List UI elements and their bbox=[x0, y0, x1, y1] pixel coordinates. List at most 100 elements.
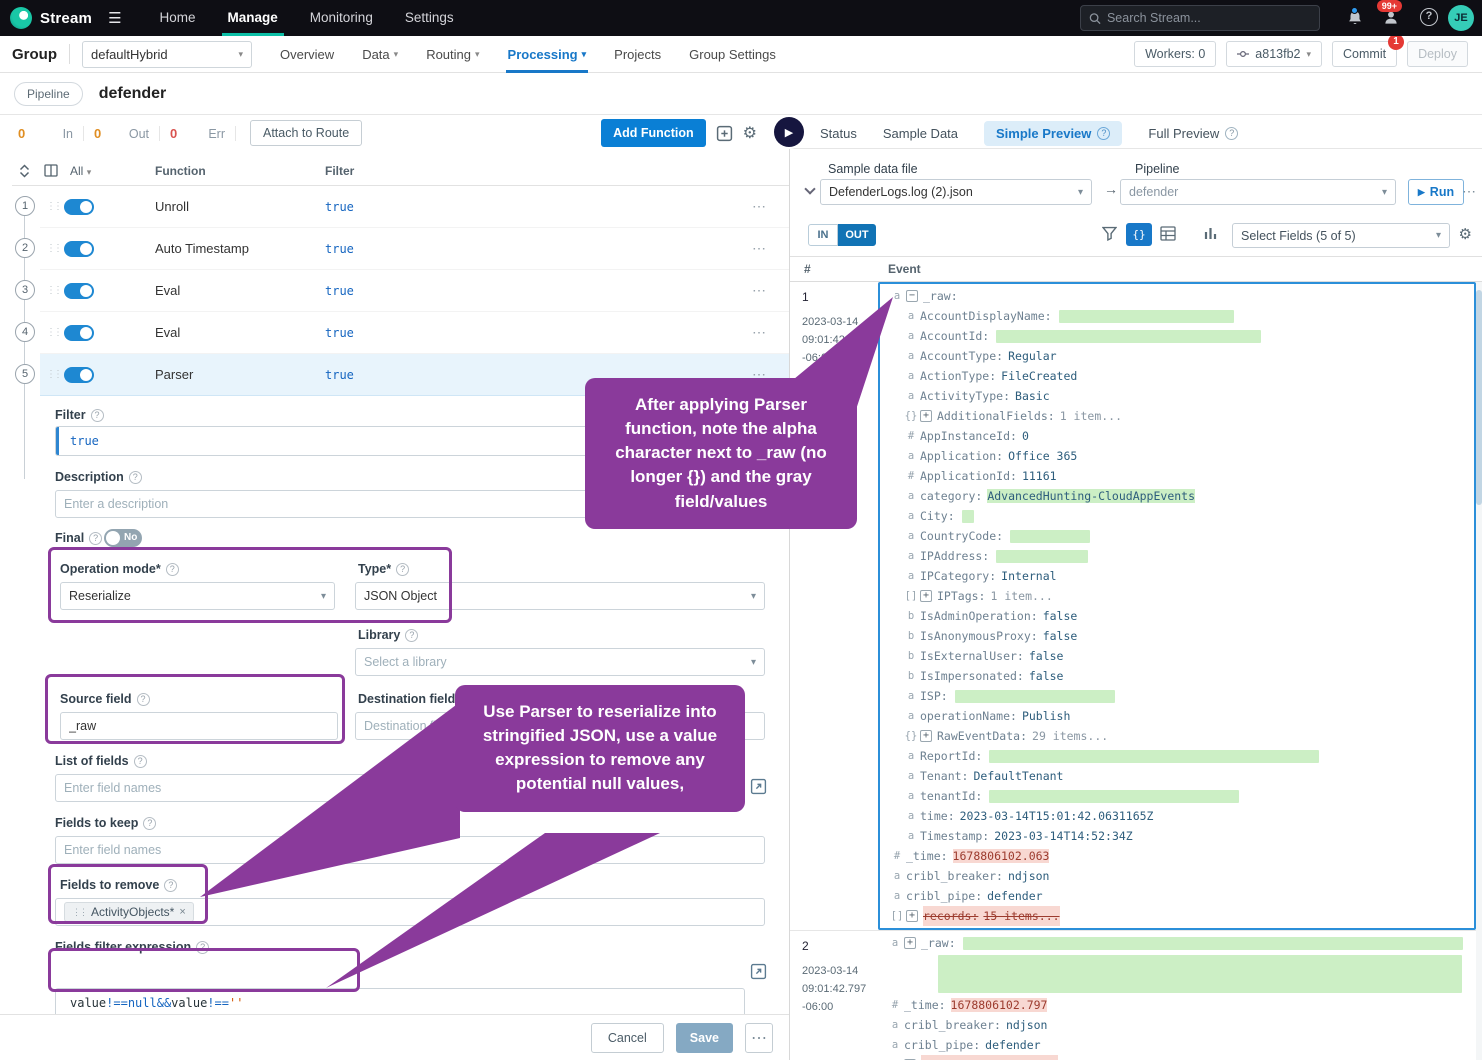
json-view-button[interactable]: {} bbox=[1126, 223, 1152, 246]
scrollbar-thumb[interactable] bbox=[1476, 290, 1482, 505]
expand-icon[interactable]: + bbox=[920, 410, 932, 422]
whats-new-icon[interactable] bbox=[1382, 9, 1400, 27]
tab-group-settings[interactable]: Group Settings bbox=[675, 36, 790, 73]
nav-monitoring[interactable]: Monitoring bbox=[309, 10, 373, 25]
workers-chip[interactable]: Workers: 0 bbox=[1134, 41, 1217, 67]
fields-to-remove-input[interactable]: ⋮⋮ ActivityObjects* × bbox=[55, 898, 765, 926]
drag-handle-icon[interactable]: ⋮⋮ bbox=[46, 327, 63, 338]
preview-tab-simple-preview[interactable]: Simple Preview? bbox=[984, 120, 1123, 146]
sample-data-file-select[interactable]: DefenderLogs.log (2).json▾ bbox=[820, 179, 1092, 205]
cancel-button[interactable]: Cancel bbox=[590, 1022, 664, 1053]
table-view-icon[interactable] bbox=[1160, 226, 1176, 246]
source-field-input-wrap bbox=[60, 712, 338, 740]
drag-handle-icon[interactable]: ⋮⋮ bbox=[46, 285, 63, 296]
preview-tab-status[interactable]: Status bbox=[820, 126, 857, 141]
tab-overview[interactable]: Overview bbox=[266, 36, 348, 73]
function-filter-all-dropdown[interactable]: All ▾ bbox=[70, 164, 92, 178]
nav-settings[interactable]: Settings bbox=[404, 10, 454, 25]
filter-funnel-icon[interactable] bbox=[1101, 226, 1118, 246]
preview-play-button[interactable]: ▶ bbox=[774, 117, 804, 147]
function-enabled-toggle[interactable] bbox=[64, 366, 94, 383]
nav-home[interactable]: Home bbox=[159, 10, 196, 25]
bell-icon[interactable] bbox=[1346, 9, 1364, 27]
hamburger-menu-icon[interactable]: ☰ bbox=[108, 10, 122, 27]
fields-to-keep-input[interactable] bbox=[64, 843, 756, 857]
library-select[interactable]: Select a library▾ bbox=[355, 648, 765, 676]
row-menu-icon[interactable]: ⋯ bbox=[752, 198, 767, 214]
tab-projects[interactable]: Projects bbox=[600, 36, 675, 73]
field-key-value: RawEventData:29 items... bbox=[937, 726, 1108, 746]
expand-icon[interactable]: + bbox=[920, 730, 932, 742]
in-toggle[interactable]: IN bbox=[808, 224, 838, 246]
add-comment-icon[interactable] bbox=[716, 125, 733, 142]
field-value: 1678806102.797 bbox=[950, 998, 1048, 1012]
function-enabled-toggle[interactable] bbox=[64, 324, 94, 341]
collapse-all-icon[interactable] bbox=[18, 164, 31, 181]
pipeline-select[interactable]: defender▾ bbox=[1120, 179, 1396, 205]
select-fields-dropdown[interactable]: Select Fields (5 of 5)▾ bbox=[1232, 223, 1450, 248]
expand-editor-icon[interactable] bbox=[750, 778, 767, 795]
out-toggle[interactable]: OUT bbox=[838, 224, 876, 246]
columns-icon[interactable] bbox=[44, 164, 58, 180]
type-select[interactable]: JSON Object▾ bbox=[355, 582, 765, 610]
tab-routing[interactable]: Routing▾ bbox=[412, 36, 493, 73]
final-toggle[interactable]: No bbox=[104, 529, 142, 547]
search-input[interactable] bbox=[1106, 11, 1311, 25]
drag-handle-icon[interactable]: ⋮⋮ bbox=[46, 243, 63, 254]
in-out-toggle[interactable]: IN OUT bbox=[808, 224, 876, 246]
description-input[interactable] bbox=[64, 497, 756, 511]
commit-hash-chip[interactable]: a813fb2 ▾ bbox=[1226, 41, 1323, 67]
form-more-menu[interactable]: ⋯ bbox=[745, 1022, 773, 1053]
drag-handle-icon[interactable]: ⋮⋮ bbox=[46, 201, 63, 212]
row-menu-icon[interactable]: ⋯ bbox=[752, 240, 767, 256]
source-field-input[interactable] bbox=[69, 719, 329, 733]
expand-icon[interactable]: + bbox=[920, 590, 932, 602]
tab-data[interactable]: Data▾ bbox=[348, 36, 412, 73]
collapse-section-icon[interactable] bbox=[804, 183, 816, 195]
preview-more-menu[interactable]: ⋯ bbox=[1462, 183, 1476, 199]
field-tag[interactable]: ⋮⋮ ActivityObjects* × bbox=[64, 902, 194, 922]
deploy-button[interactable]: Deploy bbox=[1407, 41, 1468, 67]
preview-tab-full-preview[interactable]: Full Preview? bbox=[1148, 126, 1239, 141]
add-function-button[interactable]: Add Function bbox=[601, 119, 706, 147]
search-box[interactable] bbox=[1080, 5, 1320, 31]
chart-view-icon[interactable] bbox=[1204, 226, 1219, 246]
collapse-icon[interactable]: − bbox=[906, 290, 918, 302]
field-key: IPCategory: bbox=[920, 569, 997, 583]
group-select[interactable]: defaultHybrid ▾ bbox=[82, 40, 252, 68]
preview-settings-gear-icon[interactable]: ⚙ bbox=[1458, 226, 1472, 243]
drag-handle-icon[interactable]: ⋮⋮ bbox=[72, 906, 88, 917]
pipeline-breadcrumb-chip[interactable]: Pipeline bbox=[14, 81, 83, 106]
avatar[interactable]: JE bbox=[1448, 5, 1474, 31]
function-enabled-toggle[interactable] bbox=[64, 240, 94, 257]
remove-tag-icon[interactable]: × bbox=[179, 906, 186, 918]
field-key-value: cribl_breaker:ndjson bbox=[904, 1015, 1047, 1035]
row-menu-icon[interactable]: ⋯ bbox=[752, 282, 767, 298]
fields-filter-expression-input[interactable]: value !== null && value!== '' bbox=[55, 988, 745, 1014]
expand-icon[interactable]: + bbox=[906, 910, 918, 922]
expand-icon[interactable]: + bbox=[904, 937, 916, 949]
help-icon[interactable]: ? bbox=[1420, 8, 1438, 26]
commit-button[interactable]: Commit bbox=[1332, 41, 1398, 67]
scrollbar[interactable] bbox=[1476, 282, 1482, 1060]
run-button[interactable]: ▶Run bbox=[1408, 179, 1464, 205]
tab-processing[interactable]: Processing▾ bbox=[494, 36, 601, 73]
attach-to-route-button[interactable]: Attach to Route bbox=[250, 120, 363, 146]
function-enabled-toggle[interactable] bbox=[64, 198, 94, 215]
row-menu-icon[interactable]: ⋯ bbox=[752, 324, 767, 340]
code-token: value bbox=[171, 996, 208, 1010]
save-button[interactable]: Save bbox=[675, 1022, 733, 1053]
tab-label: Data bbox=[362, 46, 390, 62]
preview-tab-sample-data[interactable]: Sample Data bbox=[883, 126, 958, 141]
expand-editor-icon[interactable] bbox=[750, 963, 767, 980]
drag-handle-icon[interactable]: ⋮⋮ bbox=[46, 369, 63, 380]
function-enabled-toggle[interactable] bbox=[64, 282, 94, 299]
nav-manage[interactable]: Manage bbox=[212, 0, 294, 36]
pipeline-settings-gear-icon[interactable]: ⚙ bbox=[742, 125, 757, 142]
operation-mode-select[interactable]: Reserialize▾ bbox=[60, 582, 335, 610]
